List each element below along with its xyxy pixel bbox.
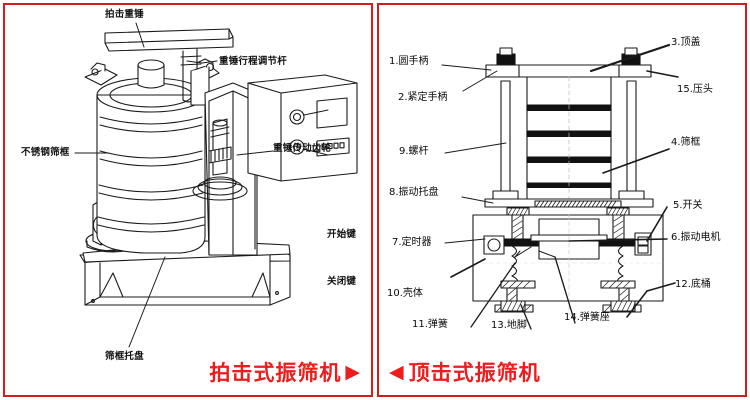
label-6-vibration-motor: 6.振动电机 xyxy=(671,233,721,243)
label-7-timer: 7.定时器 xyxy=(392,238,432,248)
label-10-number: 10. xyxy=(387,288,403,299)
label-15-text: 压头 xyxy=(692,84,713,95)
label-tapping-hammer: 拍击重锤 xyxy=(105,9,144,20)
label-14-text: 弹簧座 xyxy=(579,312,610,323)
label-stop-button: 关闭键 xyxy=(327,276,357,287)
label-11-text: 弹簧 xyxy=(427,319,448,330)
top-hatch-blocks xyxy=(506,207,630,216)
right-panel-caption: ◀ 顶击式振筛机 xyxy=(389,357,541,387)
label-hammer-drive-gear: 重锤传动齿轮 xyxy=(273,143,332,154)
label-12-text: 底桶 xyxy=(690,279,711,290)
label-9-number: 9. xyxy=(399,146,409,157)
left-caption-text: 拍击式振筛机 xyxy=(209,361,342,385)
label-1-number: 1. xyxy=(389,56,399,67)
label-5-number: 5. xyxy=(673,200,683,211)
label-start-button: 开始键 xyxy=(327,229,357,240)
label-1-round-handle: 1.圆手柄 xyxy=(389,57,429,67)
label-7-text: 定时器 xyxy=(401,237,432,248)
label-12-bottom-bucket: 12.底桶 xyxy=(675,280,711,290)
springs xyxy=(511,245,624,285)
label-4-sieve-frame: 4.筛框 xyxy=(671,138,701,148)
timer xyxy=(483,235,505,255)
label-11-spring: 11.弹簧 xyxy=(412,320,448,330)
label-2-clamp-handle: 2.紧定手柄 xyxy=(398,93,448,103)
label-13-text: 地脚 xyxy=(506,320,527,331)
right-arrow-icon: ▶ xyxy=(345,360,361,383)
gear-housing xyxy=(192,82,258,256)
label-8-text: 振动托盘 xyxy=(398,187,439,198)
left-panel-caption: 拍击式振筛机 ▶ xyxy=(209,357,361,387)
label-2-text: 紧定手柄 xyxy=(407,92,448,103)
label-11-number: 11. xyxy=(412,319,428,330)
label-2-number: 2. xyxy=(398,92,408,103)
housing xyxy=(472,207,664,316)
drive-gear-teeth xyxy=(208,146,232,164)
right-machine-drawing xyxy=(441,43,679,330)
label-14-spring-seat: 14.弹簧座 xyxy=(564,313,610,323)
tapping-hammer xyxy=(104,28,234,106)
label-5-switch: 5.开关 xyxy=(673,201,703,211)
right-panel-top-striking-sieve-shaker: 1.圆手柄 2.紧定手柄 9.螺杆 8.振动托盘 7.定时器 10.壳体 11.… xyxy=(377,3,747,397)
label-6-text: 振动电机 xyxy=(680,232,721,243)
label-4-text: 筛框 xyxy=(680,137,701,148)
leader-lines xyxy=(74,22,329,348)
label-7-number: 7. xyxy=(392,237,402,248)
sieve-frames-stack xyxy=(526,76,612,201)
label-4-number: 4. xyxy=(671,137,681,148)
label-6-number: 6. xyxy=(671,232,681,243)
left-panel-tapping-sieve-shaker: 拍击重锤 重锤行程调节杆 不锈钢筛框 重锤传动齿轮 开始键 关闭键 筛框托盘 拍… xyxy=(3,3,373,397)
label-3-top-cover: 3.顶盖 xyxy=(671,38,701,48)
ground-feet xyxy=(500,300,636,312)
label-3-text: 顶盖 xyxy=(680,37,701,48)
left-machine-drawing xyxy=(74,22,358,348)
label-9-text: 螺杆 xyxy=(408,146,429,157)
switch xyxy=(634,232,652,256)
label-13-number: 13. xyxy=(491,320,507,331)
control-box xyxy=(247,74,358,182)
label-15-pressure-head: 15.压头 xyxy=(677,85,713,95)
label-10-housing: 10.壳体 xyxy=(387,289,423,299)
label-8-vibration-tray: 8.振动托盘 xyxy=(389,188,439,198)
label-1-text: 圆手柄 xyxy=(398,56,429,67)
label-10-text: 壳体 xyxy=(402,288,423,299)
label-14-number: 14. xyxy=(564,312,580,323)
label-sieve-frame-tray: 筛框托盘 xyxy=(105,351,144,362)
label-stroke-adjust-rod: 重锤行程调节杆 xyxy=(219,56,287,67)
right-caption-text: 顶击式振筛机 xyxy=(408,361,541,385)
left-arrow-icon: ◀ xyxy=(389,360,405,383)
label-15-number: 15. xyxy=(677,84,693,95)
label-5-text: 开关 xyxy=(682,200,703,211)
label-stainless-sieve-frame: 不锈钢筛框 xyxy=(21,147,70,158)
label-9-screw-rod: 9.螺杆 xyxy=(399,147,429,157)
label-12-number: 12. xyxy=(675,279,691,290)
label-8-number: 8. xyxy=(389,187,399,198)
vibration-tray xyxy=(484,198,654,208)
leader-lines xyxy=(441,43,679,330)
label-3-number: 3. xyxy=(671,37,681,48)
label-13-ground-foot: 13.地脚 xyxy=(491,321,527,331)
